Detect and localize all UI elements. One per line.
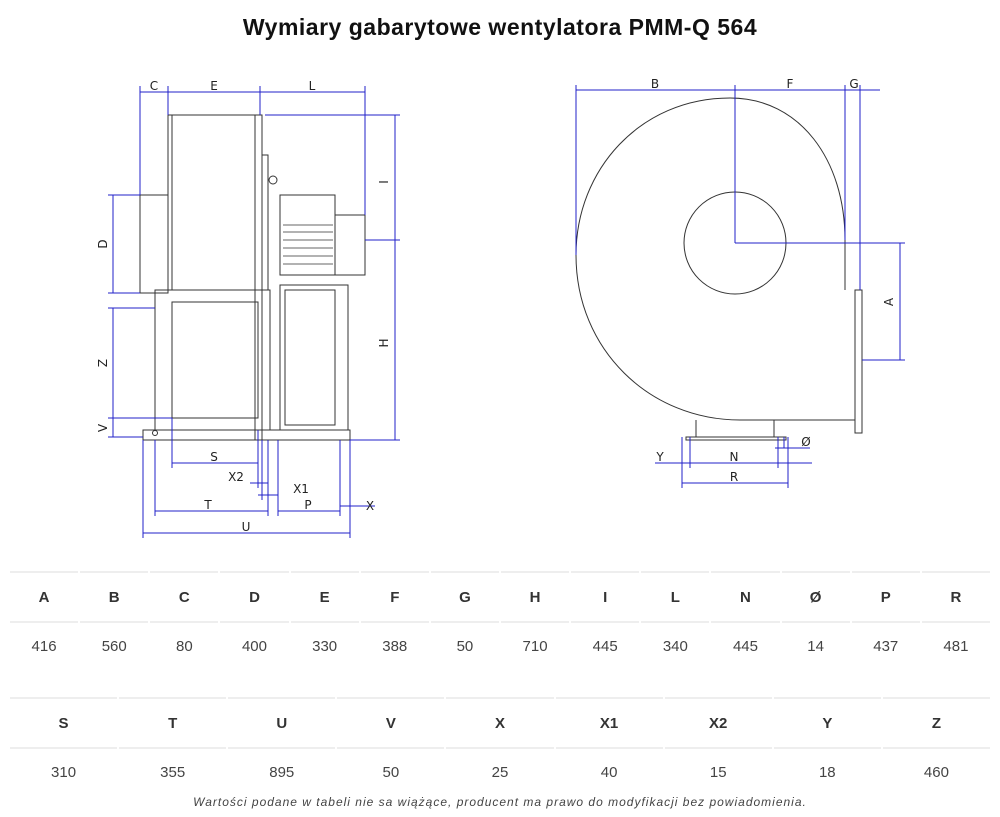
front-view-dimensions: B F G A Y N R Ø xyxy=(575,77,905,488)
column-header: Z xyxy=(882,697,990,749)
column-header: X xyxy=(446,697,554,749)
dimension-value: 400 xyxy=(241,637,267,655)
dimension-value: 80 xyxy=(176,637,193,655)
column-header: R xyxy=(921,571,990,623)
dim-label-b: B xyxy=(651,77,659,91)
dimension-value: 310 xyxy=(51,763,77,781)
dimension-value: 25 xyxy=(491,763,509,781)
dim-label-x1: X1 xyxy=(293,482,309,496)
front-view xyxy=(575,97,863,441)
column-header: T xyxy=(119,697,227,749)
table-row: 310 355 895 50 25 40 15 18 460 xyxy=(10,749,990,795)
column-header: B xyxy=(80,571,149,623)
dimension-value: 445 xyxy=(592,637,618,655)
side-view-dimensions: C E L I H D Z V S X2 X1 T P X U xyxy=(96,79,400,538)
dimension-value: 895 xyxy=(269,763,295,781)
column-header: N xyxy=(711,571,780,623)
dim-label-n: N xyxy=(730,450,739,464)
column-header: P xyxy=(851,571,920,623)
dimension-value: 355 xyxy=(160,763,186,781)
column-header: Y xyxy=(773,697,881,749)
dimension-value: 481 xyxy=(943,637,969,655)
dim-label-s: S xyxy=(210,450,218,464)
dimension-value: 445 xyxy=(732,637,758,655)
dim-label-e: E xyxy=(210,79,218,93)
column-header: F xyxy=(360,571,429,623)
dim-label-diameter: Ø xyxy=(801,435,810,449)
dim-label-x2: X2 xyxy=(228,470,244,484)
column-header: C xyxy=(150,571,219,623)
dimension-value: 14 xyxy=(807,637,824,655)
column-header: I xyxy=(571,571,640,623)
dim-label-d: D xyxy=(96,239,110,248)
column-header: X2 xyxy=(664,697,772,749)
dimension-value: 50 xyxy=(382,763,400,781)
dimension-value: 340 xyxy=(662,637,688,655)
dim-label-t: T xyxy=(203,498,212,512)
dim-label-u: U xyxy=(242,520,251,534)
column-header: G xyxy=(430,571,499,623)
dimension-value: 18 xyxy=(818,763,836,781)
dimension-value: 460 xyxy=(923,763,949,781)
table-row: 416 560 80 400 330 388 50 710 445 340 445 14 437 481 xyxy=(10,623,990,669)
dim-label-h: H xyxy=(377,338,391,347)
dim-label-x: X xyxy=(366,499,374,513)
column-header: E xyxy=(290,571,359,623)
dimension-value: 330 xyxy=(312,637,338,655)
fan-dimension-drawing: C E L I H D Z V S X2 X1 T P X U B F G A xyxy=(96,77,905,538)
dim-label-i: I xyxy=(377,180,391,184)
side-view xyxy=(139,114,366,441)
dim-label-l: L xyxy=(309,79,316,93)
dim-label-g: G xyxy=(849,77,858,91)
dimension-value: 388 xyxy=(382,637,408,655)
disclaimer-note: Wartości podane w tabeli nie sa wiążące,… xyxy=(193,795,807,809)
column-header: U xyxy=(228,697,336,749)
column-header: A xyxy=(10,571,79,623)
dim-label-f: F xyxy=(787,77,794,91)
column-header: S xyxy=(10,697,118,749)
column-header: D xyxy=(220,571,289,623)
page-title: Wymiary gabarytowe wentylatora PMM-Q 564 xyxy=(242,14,758,40)
dimension-value: 710 xyxy=(522,637,548,655)
dim-label-a: A xyxy=(882,297,896,306)
dim-label-p: P xyxy=(304,498,311,512)
column-header: H xyxy=(500,571,570,623)
dimension-value: 437 xyxy=(873,637,899,655)
dim-label-r: R xyxy=(730,470,738,484)
column-header: X1 xyxy=(555,697,663,749)
column-header: L xyxy=(641,571,710,623)
dimension-value: 416 xyxy=(31,637,57,655)
dim-label-v: V xyxy=(96,423,110,432)
dimension-value: 50 xyxy=(456,637,474,655)
column-header: Ø xyxy=(781,571,850,623)
column-header: V xyxy=(337,697,445,749)
dimension-value: 560 xyxy=(101,637,127,655)
dim-label-z: Z xyxy=(96,359,110,367)
dim-label-y: Y xyxy=(655,450,664,464)
dimension-value: 15 xyxy=(709,763,727,781)
dimension-value: 40 xyxy=(600,763,618,781)
dim-label-c: C xyxy=(150,79,158,93)
